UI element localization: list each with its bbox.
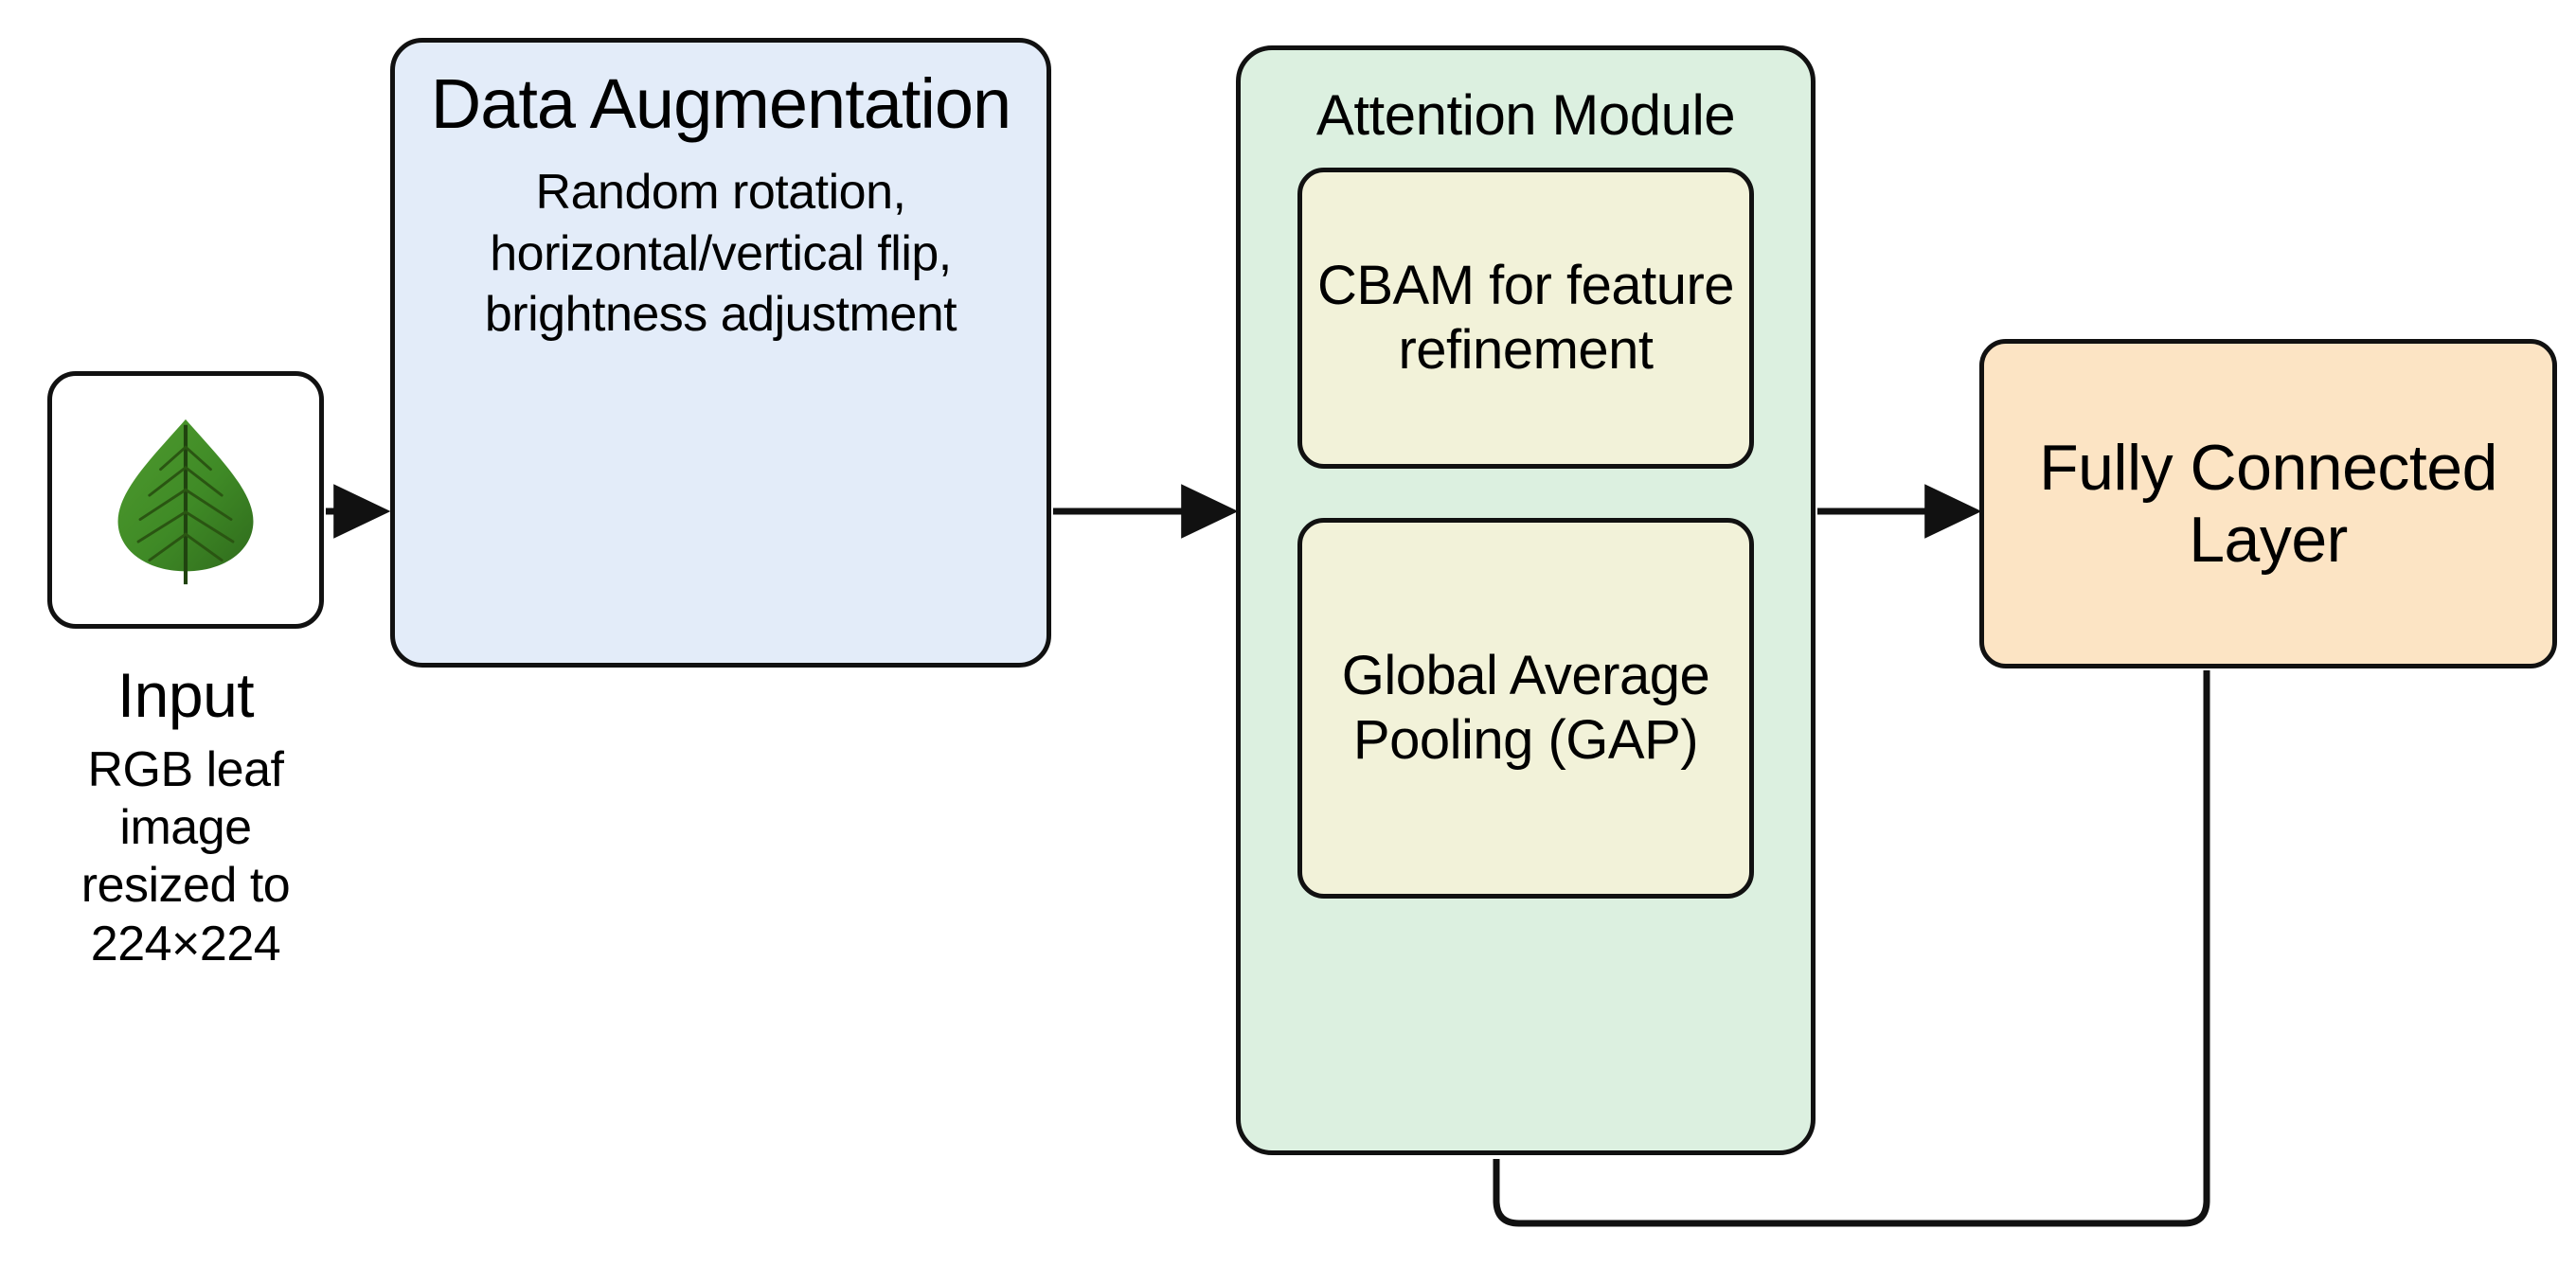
cbam-label: CBAM for feature refinement xyxy=(1316,255,1735,381)
input-caption-detail: RGB leaf image resized to 224×224 xyxy=(80,741,291,971)
attention-module-title: Attention Module xyxy=(1315,83,1736,147)
cbam-node[interactable]: CBAM for feature refinement xyxy=(1297,168,1754,469)
fully-connected-layer-node[interactable]: Fully Connected Layer xyxy=(1979,339,2557,668)
attention-module-node[interactable]: Attention Module CBAM for feature refine… xyxy=(1236,45,1816,1155)
fully-connected-layer-title: Fully Connected Layer xyxy=(2039,431,2497,576)
input-image-card[interactable] xyxy=(47,371,324,629)
data-augmentation-node[interactable]: Data Augmentation Random rotation, horiz… xyxy=(390,38,1051,668)
global-average-pooling-label: Global Average Pooling (GAP) xyxy=(1341,645,1710,771)
data-augmentation-detail: Random rotation, horizontal/vertical fli… xyxy=(484,165,957,343)
input-caption: Input RGB leaf image resized to 224×224 xyxy=(0,663,371,973)
data-augmentation-title: Data Augmentation xyxy=(430,64,1011,143)
leaf-icon xyxy=(117,419,254,585)
global-average-pooling-node[interactable]: Global Average Pooling (GAP) xyxy=(1297,518,1754,899)
input-caption-title: Input xyxy=(116,660,255,730)
